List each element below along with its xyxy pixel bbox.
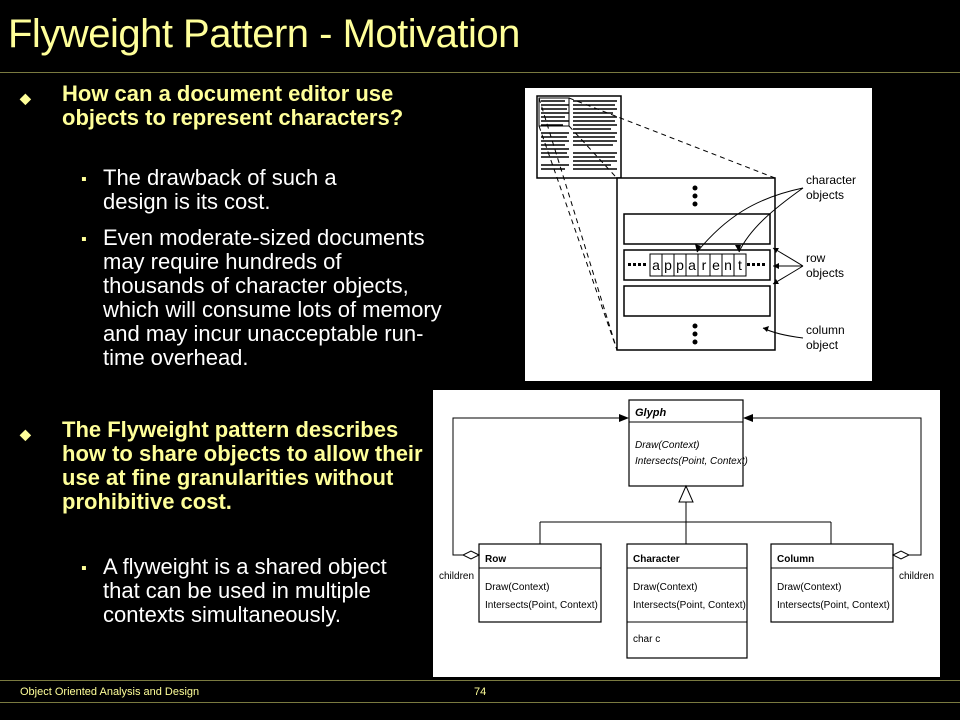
square-bullet-icon: ▪ bbox=[81, 171, 87, 188]
glyph-op-intersects: Intersects(Point, Context) bbox=[635, 456, 748, 467]
label-row: row bbox=[806, 251, 826, 265]
character-glyph: e bbox=[712, 257, 720, 273]
sub-bullet-2-1-text: A flyweight is a shared object that can … bbox=[103, 554, 387, 627]
slide-title: Flyweight Pattern - Motivation bbox=[8, 12, 520, 56]
character-glyph: a bbox=[652, 257, 660, 273]
row-class-name: Row bbox=[485, 554, 506, 565]
glyph-class-diagram: Glyph Draw(Context) Intersects(Point, Co… bbox=[433, 390, 940, 677]
bullet-1-text: How can a document editor use objects to… bbox=[62, 81, 404, 130]
glyph-op-draw: Draw(Context) bbox=[635, 440, 699, 451]
character-glyph: t bbox=[738, 257, 742, 273]
character-glyph: n bbox=[724, 257, 732, 273]
character-attr: char c bbox=[633, 634, 660, 645]
label-character-objects: objects bbox=[806, 188, 844, 202]
label-column-object: object bbox=[806, 338, 839, 352]
sub-bullet-1-2: ▪ Even moderate-sized documents may requ… bbox=[81, 225, 445, 370]
sub-bullet-1-1-text: The drawback of such a design is its cos… bbox=[103, 165, 337, 214]
footer-course-name: Object Oriented Analysis and Design bbox=[20, 686, 200, 698]
sub-bullet-1-2-text: Even moderate-sized documents may requir… bbox=[103, 225, 442, 370]
character-glyph: p bbox=[676, 257, 684, 273]
character-box bbox=[733, 253, 747, 277]
sub-bullet-1-1: ▪ The drawback of such a design is its c… bbox=[81, 165, 403, 214]
sub-bullet-2-1: ▪ A flyweight is a shared object that ca… bbox=[81, 554, 418, 627]
page-number: 74 bbox=[474, 686, 487, 698]
title-divider bbox=[0, 72, 960, 73]
character-glyph: r bbox=[702, 257, 707, 273]
label-row-objects: objects bbox=[806, 266, 844, 280]
square-bullet-icon: ▪ bbox=[81, 231, 87, 248]
row-children-label: children bbox=[439, 571, 474, 582]
diamond-bullet-icon: ◆ bbox=[20, 426, 31, 442]
bullet-2-text: The Flyweight pattern describes how to s… bbox=[62, 417, 423, 514]
label-character: character bbox=[806, 173, 856, 187]
column-op-draw: Draw(Context) bbox=[777, 582, 841, 593]
diamond-bullet-icon: ◆ bbox=[20, 90, 31, 106]
character-class-name: Character bbox=[633, 554, 680, 565]
glyph-class-name: Glyph bbox=[635, 407, 666, 419]
character-op-intersects: Intersects(Point, Context) bbox=[633, 600, 746, 611]
square-bullet-icon: ▪ bbox=[81, 560, 87, 577]
label-column: column bbox=[806, 323, 845, 337]
column-children-label: children bbox=[899, 571, 934, 582]
column-class-name: Column bbox=[777, 554, 814, 565]
character-glyph: p bbox=[664, 257, 672, 273]
footer-bottom-divider bbox=[0, 702, 960, 703]
bullet-1: ◆ How can a document editor use objects … bbox=[20, 81, 432, 130]
row-op-intersects: Intersects(Point, Context) bbox=[485, 600, 598, 611]
column-op-intersects: Intersects(Point, Context) bbox=[777, 600, 890, 611]
character-op-draw: Draw(Context) bbox=[633, 582, 697, 593]
footer-divider bbox=[0, 680, 960, 681]
row-op-draw: Draw(Context) bbox=[485, 582, 549, 593]
bullet-2: ◆ The Flyweight pattern describes how to… bbox=[20, 417, 424, 514]
character-glyph: a bbox=[688, 257, 696, 273]
